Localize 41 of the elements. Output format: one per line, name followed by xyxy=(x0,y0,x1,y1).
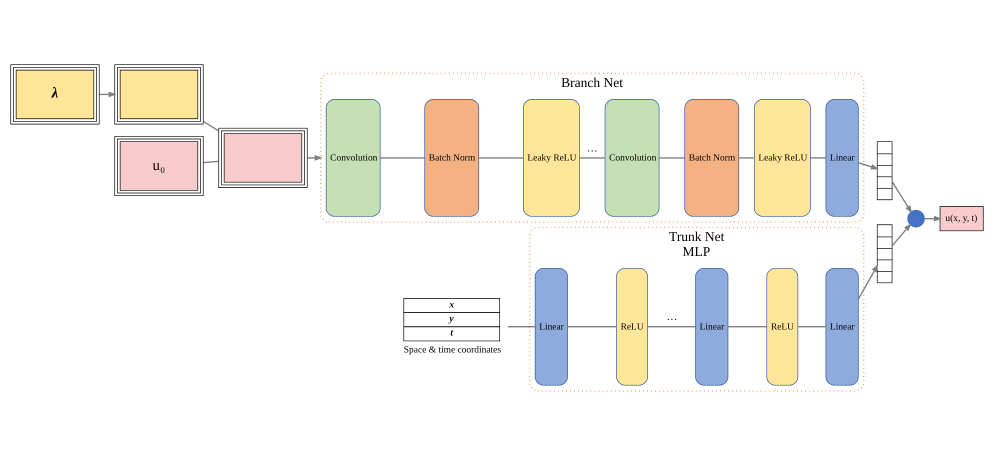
node-box: Convolution xyxy=(326,99,380,217)
node-box: ReLU xyxy=(616,268,648,386)
connector xyxy=(479,157,524,159)
node-box: Leaky ReLU xyxy=(523,99,580,217)
node-box: Linear xyxy=(695,268,728,386)
arrow xyxy=(892,223,912,246)
connector xyxy=(508,326,536,328)
connector xyxy=(648,326,696,328)
node-box: Batch Norm xyxy=(684,99,740,217)
node-box: ReLU xyxy=(766,268,798,386)
connector xyxy=(203,120,219,132)
edge-label: ··· xyxy=(586,145,598,158)
connector xyxy=(810,157,826,159)
node-box: u₀ xyxy=(114,136,204,196)
arrow xyxy=(858,264,878,300)
connector xyxy=(659,157,685,159)
arrow xyxy=(858,162,880,170)
node-box xyxy=(114,64,204,124)
node-label: Space & time coordinates xyxy=(404,346,502,356)
node-box: u(x, y, t) xyxy=(940,206,984,232)
arrow xyxy=(924,216,942,222)
node-box: Leaky ReLU xyxy=(754,99,811,217)
connector xyxy=(568,326,616,328)
connector xyxy=(380,157,425,159)
edge-label: ··· xyxy=(666,314,678,326)
connector xyxy=(738,157,754,159)
arrow xyxy=(307,155,323,161)
arrow xyxy=(892,181,912,214)
node-circle xyxy=(907,210,925,228)
node-box: Convolution xyxy=(604,99,660,217)
node-box: Linear xyxy=(826,99,859,217)
connector xyxy=(798,326,826,328)
connector xyxy=(203,160,219,164)
node-box: Batch Norm xyxy=(424,99,480,217)
arrow xyxy=(100,92,117,98)
connector xyxy=(580,157,605,159)
connector xyxy=(728,326,767,328)
node-box: λ xyxy=(10,64,100,124)
node-box xyxy=(218,128,308,188)
node-box: Linear xyxy=(826,268,859,386)
node-box: Linear xyxy=(534,268,568,386)
